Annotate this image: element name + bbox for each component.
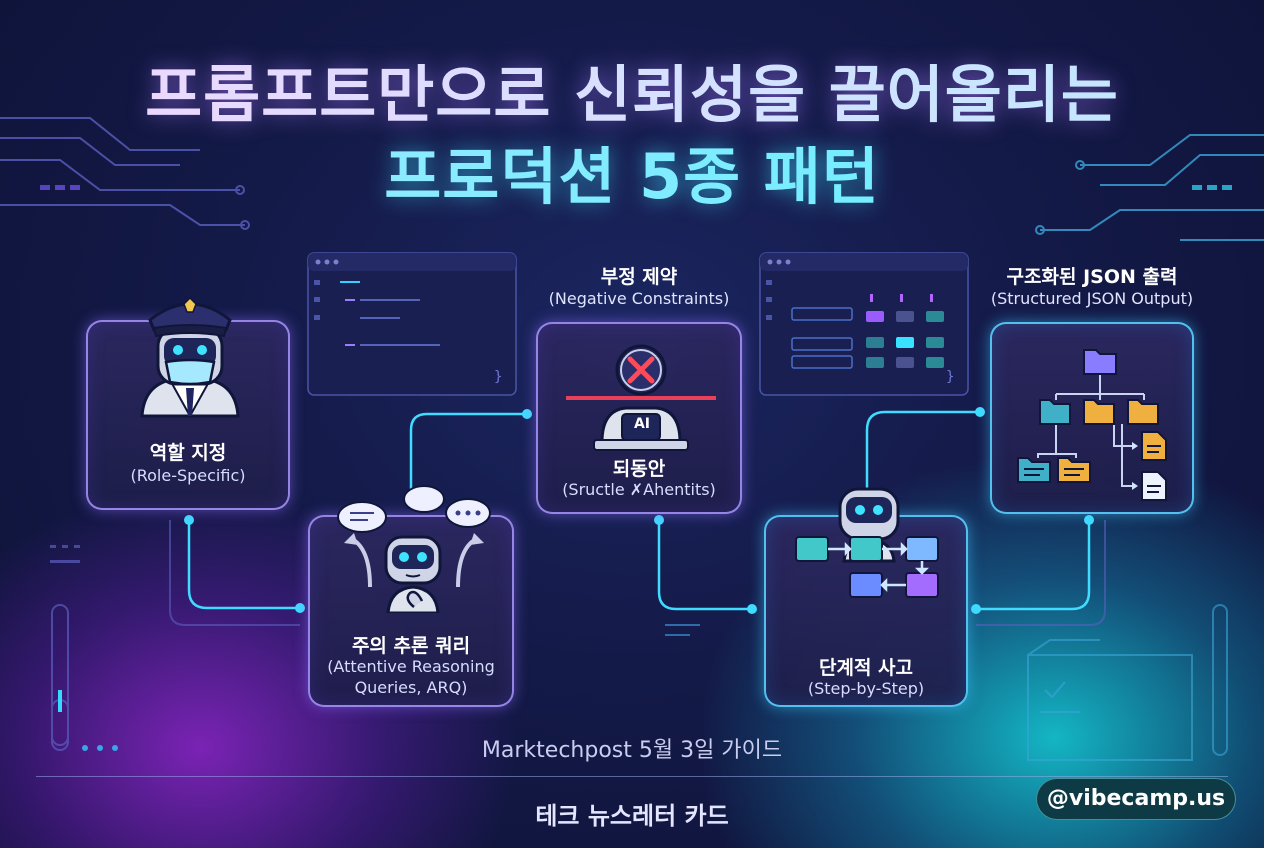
thinking-robot-icon <box>337 485 491 613</box>
card-negative-constraints: AI 되동안 (Sructle ✗Ahentits) <box>536 322 742 514</box>
footer-date-guide: Marktechpost 5월 3일 가이드 <box>481 738 783 763</box>
police-robot-icon <box>140 296 240 418</box>
card-arq-sub-line2: Queries, ARQ) <box>354 678 468 697</box>
card-arq-sub-line1: (Attentive Reasoning <box>327 657 495 676</box>
json-title: 구조화된 JSON 출력 <box>1006 266 1178 288</box>
card-role-specific: 역할 지정 (Role-Specific) <box>86 296 290 510</box>
negative-title: 부정 제약 <box>600 266 678 288</box>
card-negative-label: 되동안 <box>612 458 666 480</box>
json-subtitle: (Structured JSON Output) <box>990 289 1194 308</box>
main-title-line1: 프롬프트만으로 신뢰성을 끌어올리는 <box>0 64 1264 126</box>
card-role-sub: (Role-Specific) <box>130 466 246 485</box>
code-brace: } <box>946 369 955 385</box>
card-structured-json <box>990 322 1194 514</box>
ai-badge: AI <box>633 416 651 432</box>
robot-flowchart-icon <box>795 487 939 598</box>
main-title-line2: 프로덕션 5종 패턴 <box>0 146 1264 208</box>
card-step-sub: (Step-by-Step) <box>807 679 925 698</box>
footer-divider <box>36 776 1228 777</box>
x-mark-ai-icon <box>566 344 716 451</box>
folder-tree-icon <box>1017 349 1167 501</box>
card-arq-label: 주의 추론 쿼리 <box>351 635 471 657</box>
negative-subtitle: (Negative Constraints) <box>548 289 730 308</box>
card-arq: 주의 추론 쿼리 (Attentive Reasoning Queries, A… <box>308 485 514 707</box>
card-role-label: 역할 지정 <box>149 442 227 464</box>
card-negative-sub: (Sructle ✗Ahentits) <box>562 480 716 499</box>
code-brace: } <box>494 369 503 385</box>
card-step-by-step: 단계적 사고 (Step-by-Step) <box>764 487 968 707</box>
card-step-label: 단계적 사고 <box>818 657 913 679</box>
footer-card-title: 테크 뉴스레터 카드 <box>535 802 729 830</box>
handle-badge[interactable]: @vibecamp.us <box>1036 778 1236 820</box>
